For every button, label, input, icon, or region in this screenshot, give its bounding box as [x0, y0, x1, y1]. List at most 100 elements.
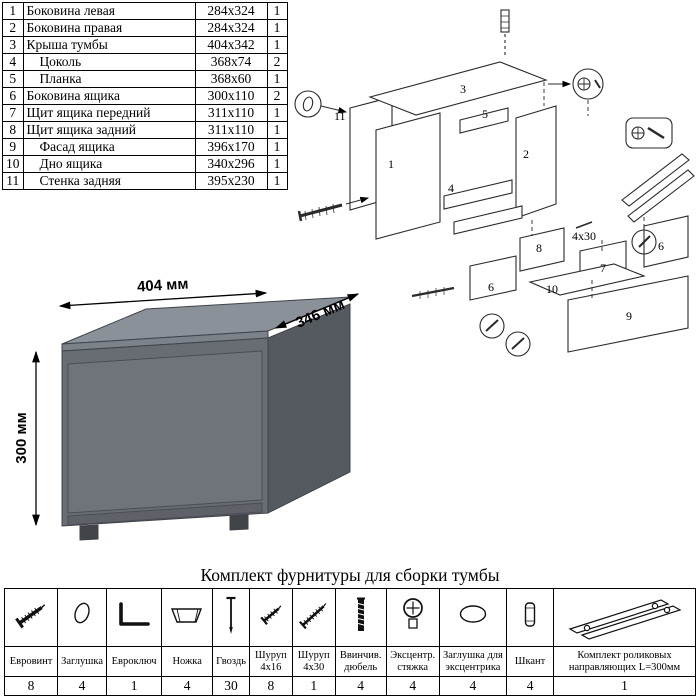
parts-row: 6 Боковина ящика 300x110 2 [2, 87, 288, 105]
part-number: 4 [2, 53, 24, 71]
part-name: Цоколь [22, 53, 196, 71]
part-size: 395x230 [194, 172, 268, 190]
part-size: 396x170 [194, 138, 268, 156]
screw-callout-2 [505, 331, 531, 357]
hardware-qty: 1 [553, 676, 696, 696]
width-dim-label: 404 мм [137, 276, 189, 296]
part-size: 311x110 [194, 104, 268, 122]
leg-bolt-glyph [500, 9, 510, 58]
diagram-label-8: 8 [536, 241, 542, 255]
parts-row: 5 Планка 368x60 1 [2, 70, 288, 88]
part-size: 311x110 [194, 121, 268, 139]
part-number: 5 [2, 70, 24, 88]
hardware-labels-row: Евровинт Заглушка Евроключ Ножка Гвоздь … [3, 646, 696, 677]
hardware-qty: 8 [3, 676, 59, 696]
part-size: 300x110 [194, 87, 268, 105]
hardware-qty: 1 [291, 676, 336, 696]
product-render: 404 мм 346 мм 300 мм [13, 276, 360, 541]
parts-row: 8 Щит ящика задний 311x110 1 [2, 121, 288, 139]
hardware-qty: 4 [57, 676, 108, 696]
hardware-label: Заглушка [57, 646, 108, 677]
height-dim-label: 300 мм [13, 412, 30, 463]
hardware-qty: 4 [506, 676, 555, 696]
hardware-qty: 30 [212, 676, 250, 696]
diagram-label-11: 11 [334, 109, 346, 123]
hardware-qty: 8 [248, 676, 293, 696]
screw-small-icon [260, 605, 282, 625]
parts-row: 3 Крыша тумбы 404x342 1 [2, 36, 288, 54]
diagram-label-6b: 6 [658, 239, 664, 253]
part-size: 284x324 [194, 2, 268, 20]
part-name: Боковина левая [22, 2, 196, 20]
part-number: 7 [2, 104, 24, 122]
hardware-label: Ножка [161, 646, 214, 677]
diagram-label-4x30: 4x30 [572, 229, 596, 243]
part-name: Щит ящика задний [22, 121, 196, 139]
diagram-label-3: 3 [460, 82, 466, 96]
hardware-label: Шкант [506, 646, 555, 677]
part-size: 368x60 [194, 70, 268, 88]
part-name: Боковина ящика [22, 87, 196, 105]
foot-right [229, 514, 249, 531]
parts-row: 11 Стенка задняя 395x230 1 [2, 172, 288, 190]
hardware-label: Евровинт [3, 646, 59, 677]
foot-icon [171, 608, 203, 623]
part-number: 8 [2, 121, 24, 139]
diagram-label-1: 1 [388, 157, 394, 171]
width-dim-arrow [58, 289, 268, 310]
wood-dowel-icon [524, 602, 536, 627]
part-qty: 1 [266, 155, 288, 173]
plug-cap-icon [74, 602, 90, 624]
part-name: Крыша тумбы [22, 36, 196, 54]
part-name: Фасад ящика [22, 138, 196, 156]
foot-left [79, 524, 99, 541]
panel-drawer-facade [567, 275, 689, 353]
part-name: Планка [22, 70, 196, 88]
hardware-kit-title: Комплект фурнитуры для сборки тумбы [200, 565, 500, 585]
parts-row: 1 Боковина левая 284x324 1 [2, 2, 288, 20]
parts-table: 1 Боковина левая 284x324 1 2 Боковина пр… [2, 2, 288, 190]
cam-lock-box-callout [625, 117, 673, 149]
hardware-table: Евровинт Заглушка Евроключ Ножка Гвоздь … [3, 588, 696, 696]
diagram-label-2: 2 [523, 147, 529, 161]
euro-screw-icon [15, 604, 46, 629]
part-qty: 1 [266, 172, 288, 190]
nail-icon [226, 596, 236, 634]
part-qty: 1 [266, 104, 288, 122]
drawer-rails-icon [568, 599, 681, 640]
part-qty: 1 [266, 70, 288, 88]
cabinet-right-face [267, 303, 351, 514]
hardware-qty: 4 [334, 676, 387, 696]
part-size: 340x296 [194, 155, 268, 173]
part-number: 1 [2, 2, 24, 20]
screw-callout-1 [479, 313, 505, 339]
panel-drawer-side-3 [469, 255, 517, 301]
part-number: 3 [2, 36, 24, 54]
part-size: 284x324 [194, 19, 268, 37]
panel-top [368, 61, 548, 116]
plug-glyph [302, 96, 314, 112]
plug-callout-circle [294, 90, 322, 118]
panel-left-side [375, 112, 441, 240]
part-number: 2 [2, 19, 24, 37]
part-number: 9 [2, 138, 24, 156]
panel-plinth-2 [453, 205, 523, 235]
panel-right-side [515, 105, 557, 219]
part-qty: 1 [266, 138, 288, 156]
part-number: 10 [2, 155, 24, 173]
hardware-label: Гвоздь [212, 646, 250, 677]
diagram-label-9: 9 [626, 309, 632, 323]
parts-row: 7 Щит ящика передний 311x110 1 [2, 104, 288, 122]
cam-lock-icon [402, 598, 423, 629]
diagram-label-6a: 6 [488, 280, 494, 294]
parts-row: 2 Боковина правая 284x324 1 [2, 19, 288, 37]
part-qty: 1 [266, 2, 288, 20]
screw-long-icon [298, 603, 327, 630]
part-name: Дно ящика [22, 155, 196, 173]
diagram-label-4: 4 [448, 181, 454, 195]
part-qty: 2 [266, 87, 288, 105]
part-size: 368x74 [194, 53, 268, 71]
parts-row: 10 Дно ящика 340x296 1 [2, 155, 288, 173]
parts-row: 9 Фасад ящика 396x170 1 [2, 138, 288, 156]
assembly-leader-lines [531, 82, 645, 298]
